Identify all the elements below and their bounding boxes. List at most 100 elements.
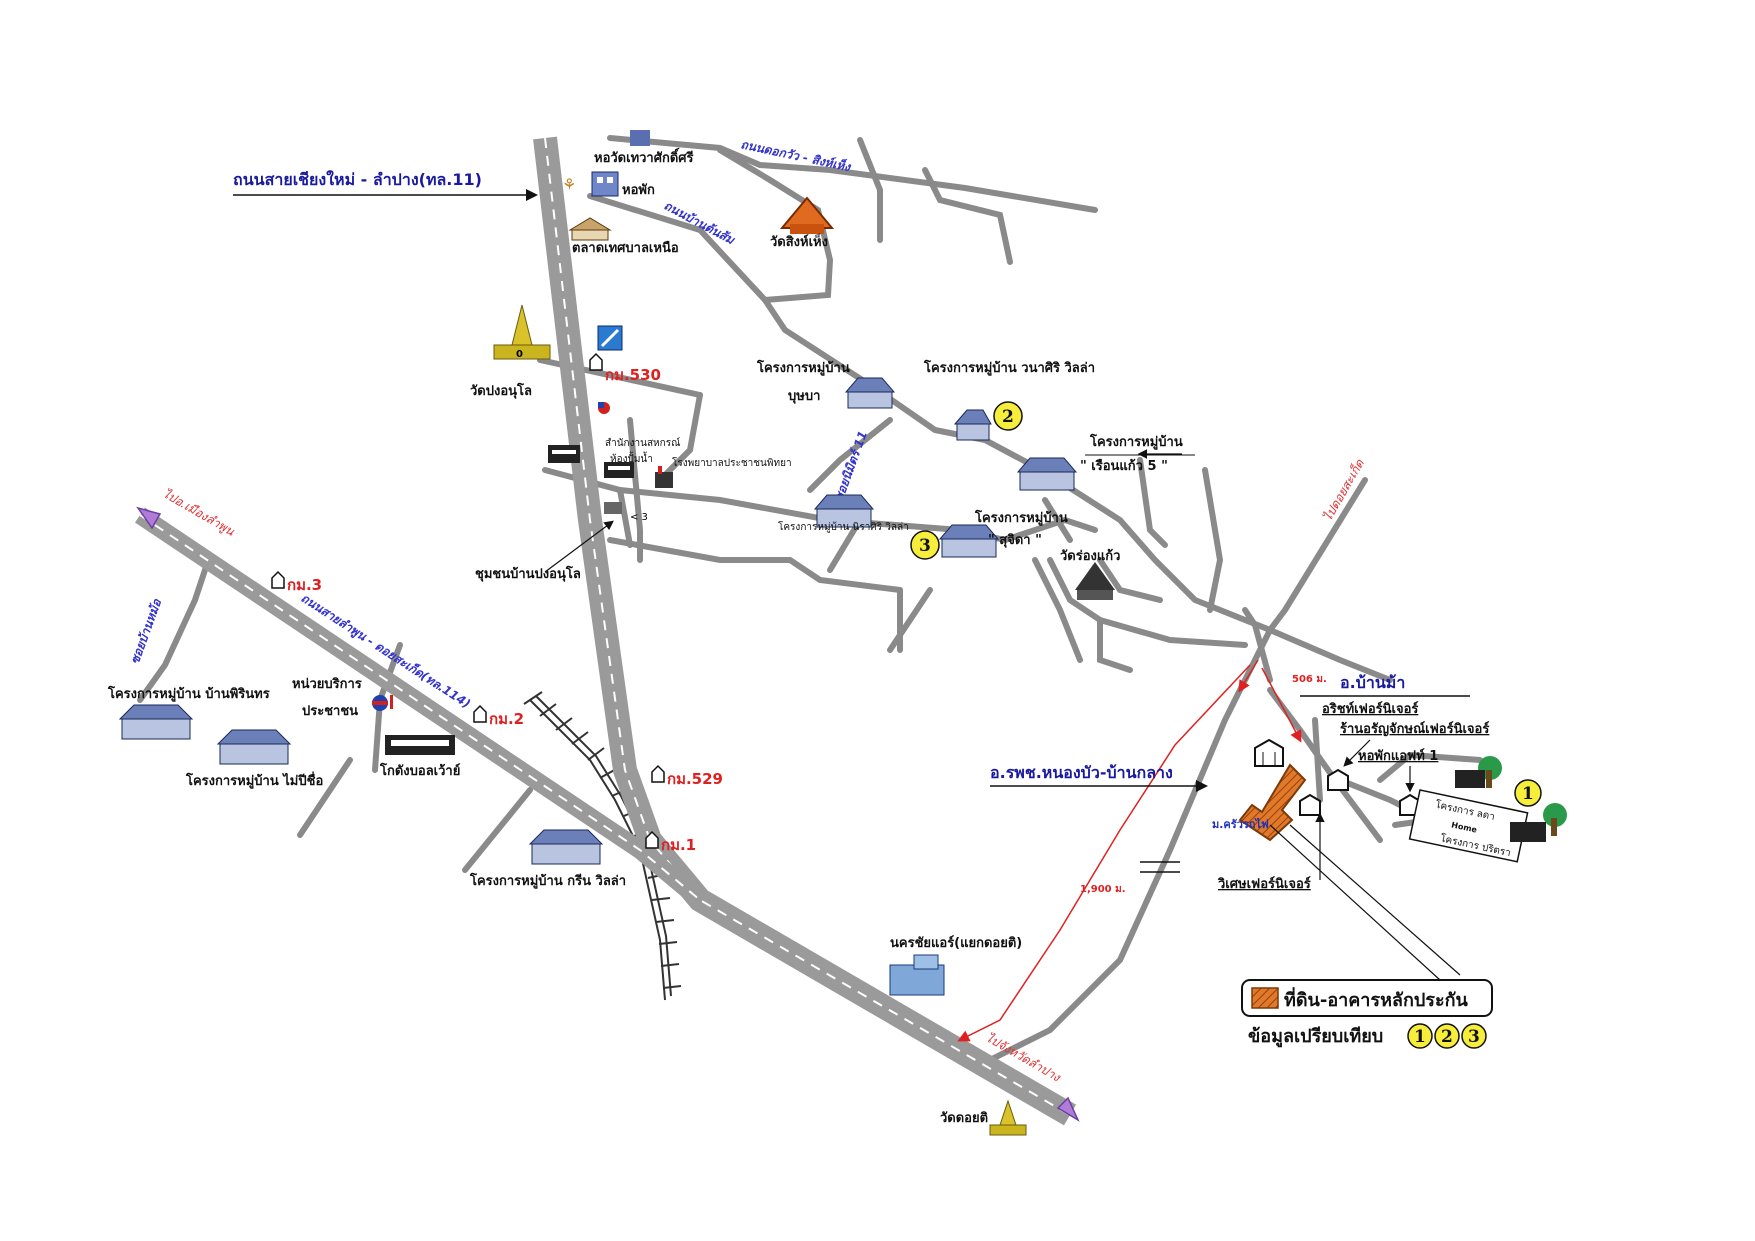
factory-icon xyxy=(655,466,673,488)
km-markers: กม.530 กม.3 กม.2 กม.529 กม.1 xyxy=(271,352,723,854)
warehouse-icon xyxy=(385,735,455,755)
svg-text:กม.2: กม.2 xyxy=(489,710,524,728)
label-temple-south: วัดดอยติ xyxy=(940,1111,988,1126)
label-village-nirasiri: โครงการหมู่บ้าน นิราศิริ วิลล่า xyxy=(778,520,909,533)
subject-property-icon xyxy=(1238,763,1307,842)
house-icon-comp2 xyxy=(953,409,992,441)
label-small-shops-2: ห้องปั้มน้ำ xyxy=(610,451,653,465)
label-temple-mid: วัดร่องแก้ว xyxy=(1060,548,1120,564)
svg-text:1: 1 xyxy=(1414,1027,1426,1047)
label-village-bussaba-1: โครงการหมู่บ้าน xyxy=(756,359,850,376)
svg-text:1: 1 xyxy=(1522,784,1534,804)
distance-1900: 1,900 ม. xyxy=(1080,884,1126,895)
svg-text:กม.530: กม.530 xyxy=(605,366,661,384)
building-icon-blue xyxy=(597,325,623,351)
house-icon-bussaba xyxy=(844,377,896,409)
label-gas-station-2: ประชาชน xyxy=(302,704,358,719)
legend-subject-swatch xyxy=(1251,987,1279,1009)
svg-text:กม.3: กม.3 xyxy=(287,576,322,594)
gas-station-icon xyxy=(372,695,393,711)
label-village-wanasiri: โครงการหมู่บ้าน วนาศิริ วิลล่า xyxy=(923,359,1095,376)
km-529: กม.529 xyxy=(651,764,723,788)
svg-text:< 3: < 3 xyxy=(630,512,648,523)
legend-comparable-1: 1 xyxy=(1407,1023,1433,1049)
house-icon-banpim xyxy=(118,704,194,740)
community-icon: < 3 xyxy=(604,502,648,523)
svg-text:3: 3 xyxy=(1468,1027,1480,1047)
subject-label: ม.ครัวรถไฟ xyxy=(1212,817,1269,831)
pagoda-icon-south xyxy=(989,1099,1027,1136)
svg-text:กม.529: กม.529 xyxy=(667,770,723,788)
palm-tree-icon-2 xyxy=(1543,803,1567,836)
shop-icon-2 xyxy=(604,462,634,478)
km-1: กม.1 xyxy=(645,830,696,854)
label-village-ruenkaew-2: " เรือนแก้ว 5 " xyxy=(1080,458,1168,474)
landmark-icons: ⚘ 0 < 3 xyxy=(118,130,1115,1136)
label-temple-ne: วัดสิงห์เห็ง xyxy=(770,232,828,250)
amphoe-banmah-label: อ.บ้านม้า xyxy=(1340,673,1405,692)
label-residence: นครชัยแอร์(แยกดอยติ) xyxy=(890,935,1022,951)
label-hotel: หอพัก xyxy=(622,183,655,198)
label-gas-station-1: หน่วยบริการ xyxy=(292,677,362,692)
house-icon-nirasiri xyxy=(813,494,875,528)
shop-label-3: หอพักแอฟท์ 1 xyxy=(1358,748,1438,764)
svg-text:2: 2 xyxy=(1441,1027,1453,1047)
residence-icon xyxy=(889,954,945,996)
house-icon-suchada xyxy=(938,524,1000,558)
label-village-maisue: โครงการหมู่บ้าน ไม่ปีชื่อ xyxy=(185,771,323,789)
label-market: ตลาดเทศบาลเหนือ xyxy=(572,240,679,256)
shop-label-4: วิเศษเฟอร์นิเจอร์ xyxy=(1217,876,1310,892)
legend-subject-label: ที่ดิน-อาคารหลักประกัน xyxy=(1284,987,1469,1011)
house-icon-project-b xyxy=(1510,822,1546,842)
road-label-soi-left: ซอยบ้านหม้อ xyxy=(128,597,165,666)
project-box: โครงการ ลดา Home โครงการ ปริตรา xyxy=(1408,789,1529,863)
water-tower-icon xyxy=(630,130,650,146)
legend: ที่ดิน-อาคารหลักประกัน ข้อมูลเปรียบเทียบ… xyxy=(1241,979,1493,1049)
highway-title-group: ถนนสายเชียงใหม่ - ลำปาง(ทล.11) xyxy=(233,170,538,201)
distance-506: 506 ม. xyxy=(1292,674,1327,685)
shop-icon-east-1 xyxy=(1254,738,1284,767)
hotel-icon xyxy=(591,171,619,197)
highway-title: ถนนสายเชียงใหม่ - ลำปาง(ทล.11) xyxy=(233,170,482,189)
legend-comparable-3: 3 xyxy=(1461,1023,1487,1049)
legend-box xyxy=(1241,979,1493,1017)
house-icon-ruenkaew xyxy=(1016,457,1078,491)
shop-label-1: อริชท์เฟอร์นิเจอร์ xyxy=(1322,701,1418,717)
comparable-marker-3: 3 xyxy=(910,530,940,560)
market-icon xyxy=(568,217,612,241)
svg-text:กม.1: กม.1 xyxy=(661,836,696,854)
label-small-shops-1: สำนักงานสหกรณ์ xyxy=(605,437,680,449)
label-warehouse: โกดังบอลเว้าย์ xyxy=(379,762,460,779)
shop-icon-east-3 xyxy=(1299,793,1321,816)
direction-arrows xyxy=(136,506,1080,1122)
comparable-markers: 2 3 1 xyxy=(910,401,1542,807)
house-icon-maisue xyxy=(216,729,292,765)
flag-icon: ⚘ xyxy=(562,175,576,194)
temple-icon-ne xyxy=(779,196,835,234)
svg-text:3: 3 xyxy=(919,536,931,556)
hospital-road-label: อ.รพช.หนองบัว-บ้านกลาง xyxy=(990,763,1173,782)
label-factory: โรงพยาบาลประชาชนพิทยา xyxy=(672,456,792,469)
road-names: ถนนดอกวัว - สิงห์เห็ง ถนนบ้านต้นส้ม ถนนส… xyxy=(128,136,870,712)
place-labels: หอวัดเทวาศักดิ์ศรี หอพัก ตลาดเทศบาลเหนือ… xyxy=(107,147,1195,1126)
road-break-icon xyxy=(1140,861,1180,873)
km-2: กม.2 xyxy=(473,704,524,728)
temple-icon-mid xyxy=(1075,562,1115,600)
house-icon-green xyxy=(528,829,604,865)
km-530: กม.530 xyxy=(589,352,661,384)
comparable-marker-1: 1 xyxy=(1514,779,1542,807)
shop-icon-1 xyxy=(548,445,580,463)
label-village-banpim: โครงการหมู่บ้าน บ้านพิรินทร xyxy=(107,685,270,702)
label-water-tower: หอวัดเทวาศักดิ์ศรี xyxy=(594,147,694,166)
minor-roads xyxy=(137,135,1483,1063)
pin-icon xyxy=(598,402,610,414)
km-3: กม.3 xyxy=(271,570,322,594)
house-icon-project-a xyxy=(1455,770,1485,788)
shop-icon-east-2 xyxy=(1327,768,1349,791)
label-village-suchada-1: โครงการหมู่บ้าน xyxy=(974,509,1068,526)
svg-text:2: 2 xyxy=(1002,407,1014,427)
label-village-ruenkaew-1: โครงการหมู่บ้าน xyxy=(1089,433,1183,450)
label-community: ชุมชนบ้านปงอนุโล xyxy=(475,565,581,582)
label-village-suchada-2: " สุจิดา " xyxy=(988,533,1042,548)
